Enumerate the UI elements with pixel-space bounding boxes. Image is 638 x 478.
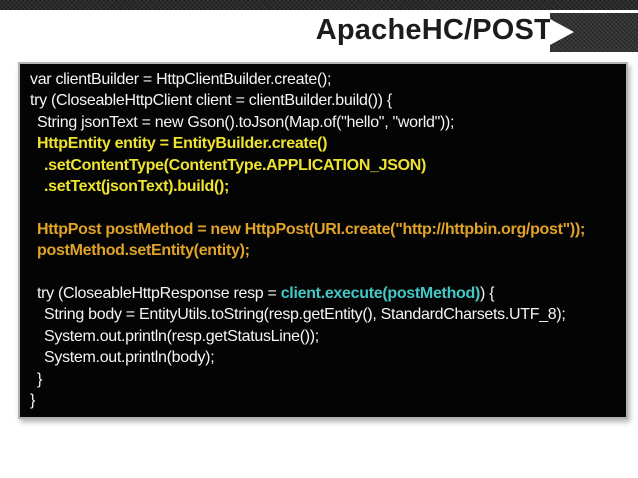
code-line: HttpEntity entity = EntityBuilder.create… [30,133,626,154]
code-line: String jsonText = new Gson().toJson(Map.… [30,112,626,133]
code-line [30,197,626,218]
code-line: String body = EntityUtils.toString(resp.… [30,304,626,325]
code-segment: } [30,392,36,410]
code-segment: .setText(jsonText).build(); [44,178,230,196]
code-segment: ) { [480,285,495,303]
code-segment: HttpEntity entity = EntityBuilder.create… [37,135,328,153]
chevron-right-icon [550,19,574,45]
title-ribbon-banner [550,13,638,52]
code-segment: try (CloseableHttpResponse resp = [37,285,281,303]
code-block: var clientBuilder = HttpClientBuilder.cr… [18,62,628,419]
code-segment: HttpPost postMethod = new HttpPost(URI.c… [37,220,586,238]
code-line: var clientBuilder = HttpClientBuilder.cr… [30,69,626,90]
code-segment: postMethod.setEntity(entity); [37,242,250,260]
code-segment: try (CloseableHttpClient client = client… [30,92,392,110]
code-segment: String jsonText = new Gson().toJson(Map.… [37,113,455,131]
code-line: HttpPost postMethod = new HttpPost(URI.c… [30,219,626,240]
code-segment: .setContentType(ContentType.APPLICATION_… [44,156,427,174]
code-segment: System.out.println(resp.getStatusLine())… [44,327,319,345]
top-texture-bar [0,0,638,10]
code-segment: System.out.println(body); [44,349,215,367]
page-title: ApacheHC/POST [315,14,552,46]
code-line [30,262,626,283]
code-line: } [30,369,626,390]
code-line: postMethod.setEntity(entity); [30,240,626,261]
code-line: .setContentType(ContentType.APPLICATION_… [30,155,626,176]
code-line: System.out.println(body); [30,347,626,368]
code-line: } [30,390,626,411]
code-segment: } [37,370,43,388]
code-line: .setText(jsonText).build(); [30,176,626,197]
code-line: System.out.println(resp.getStatusLine())… [30,326,626,347]
code-segment: var clientBuilder = HttpClientBuilder.cr… [30,71,332,88]
code-segment: client.execute(postMethod) [280,285,481,303]
code-segment: String body = EntityUtils.toString(resp.… [44,306,566,324]
code-line: try (CloseableHttpResponse resp = client… [30,283,626,304]
code-line: try (CloseableHttpClient client = client… [30,90,626,111]
